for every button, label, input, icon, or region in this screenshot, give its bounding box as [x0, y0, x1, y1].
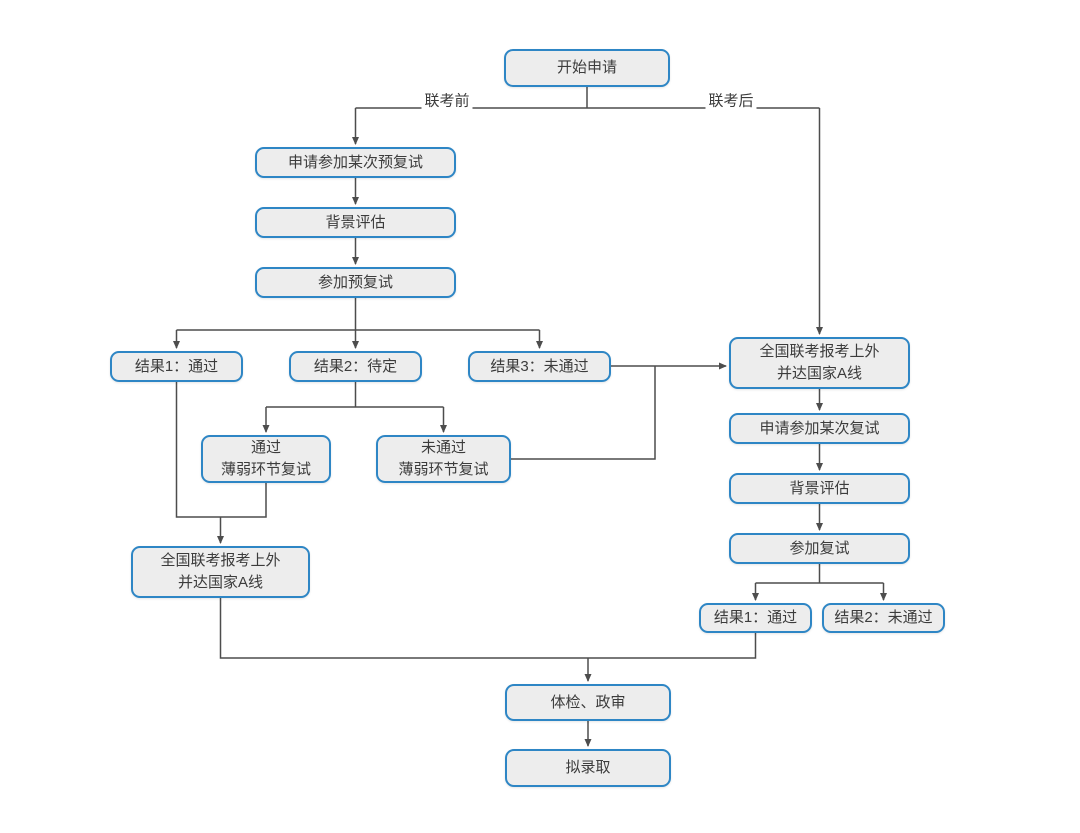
node-weak-link-retest-fail: 未通过 薄弱环节复试	[376, 435, 511, 483]
node-start-application: 开始申请	[504, 49, 670, 87]
node-post-retest: 参加复试	[729, 533, 910, 564]
edge-preretest-split	[176, 298, 540, 331]
node-pre-retest: 参加预复试	[255, 267, 456, 298]
node-weak-link-retest-pass: 通过 薄弱环节复试	[201, 435, 331, 483]
node-post-result-fail: 结果2：未通过	[822, 603, 945, 633]
node-pre-result-fail: 结果3：未通过	[468, 351, 611, 382]
node-post-background-assessment: 背景评估	[729, 473, 910, 504]
node-post-apply: 申请参加某次复试	[729, 413, 910, 444]
node-pre-apply: 申请参加某次预复试	[255, 147, 456, 178]
node-right-national-exam-a-line: 全国联考报考上外 并达国家A线	[729, 337, 910, 389]
edge-label-after-exam: 联考后	[705, 89, 757, 111]
node-pre-result-pass: 结果1：通过	[110, 351, 243, 382]
node-pre-background-assessment: 背景评估	[255, 207, 456, 238]
node-proposed-admission: 拟录取	[505, 749, 671, 787]
node-pre-result-pending: 结果2：待定	[289, 351, 422, 382]
edge-result2-split	[266, 382, 444, 408]
edge-postretest-split	[755, 564, 884, 584]
node-post-result-pass: 结果1：通过	[699, 603, 812, 633]
node-health-political-check: 体检、政审	[505, 684, 671, 721]
edge-weakfail-route-right	[511, 366, 656, 460]
node-left-national-exam-a-line: 全国联考报考上外 并达国家A线	[131, 546, 310, 598]
edge-label-before-exam: 联考前	[421, 89, 473, 111]
edge-merge-into-health-check	[219, 598, 757, 659]
